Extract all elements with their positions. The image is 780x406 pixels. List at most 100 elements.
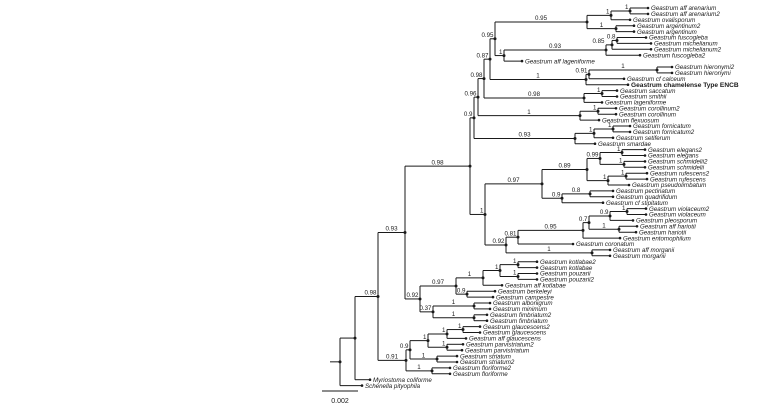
taxon-label: Geastrum hieronymi2 [675,64,735,71]
support-value: 1 [593,104,597,111]
taxon-label: Geastrum rufescens [650,176,706,183]
node-dot [516,235,520,239]
node-dot [540,182,544,186]
node-dot [598,156,602,160]
taxon-label: Geastrum fimbriatum2 [490,312,552,319]
tip-dot [618,236,622,240]
support-value: 1 [480,208,484,215]
node-dot [610,43,614,47]
support-value: 0.87 [476,52,489,59]
tip-dot [611,195,615,199]
support-value: 0.7 [579,216,588,223]
support-value: 0.93 [385,226,398,233]
tip-dot [597,118,601,122]
node-dot [587,72,591,76]
support-value: 1 [608,122,612,129]
tip-dot [535,266,539,269]
scale-bar-label: 0.002 [331,398,349,405]
support-value: 0.93 [518,132,531,139]
tip-dot [520,59,524,63]
node-dot [445,345,449,349]
taxon-label: Geastrum kotlabae2 [540,259,596,266]
node-dot [488,57,492,61]
tip-dot [644,213,648,216]
taxon-label: Geastrum pectinatum [616,188,675,195]
support-value: 0.81 [504,230,517,237]
node-dot [628,9,632,13]
taxon-label: Geastrum morganii [613,253,666,260]
tip-dot [631,219,635,222]
support-value: 1 [622,205,626,212]
node-dot [596,109,600,113]
taxon-label: Geastrum elegans2 [648,147,703,154]
support-value: 0.98 [528,91,541,98]
node-dot [445,332,449,336]
node-dot [588,192,592,196]
tip-dot [491,295,495,299]
tip-dot [455,354,459,358]
taxon-label: Geastrum fuscogleba [649,35,708,42]
tip-dot [643,160,647,163]
taxon-label: Geastrum corollinum2 [619,106,680,113]
taxon-label: Geastrum striatum2 [460,359,515,366]
tip-dot [488,307,492,311]
support-value: 0.97 [507,177,520,184]
tip-dot [628,124,632,128]
node-dot [476,95,480,99]
tip-dot [600,101,604,104]
tip-dot [635,225,639,228]
tip-dot [622,77,626,81]
node-dot [655,68,659,72]
support-value: 0.85 [592,38,605,45]
taxon-label: Geastrum aff arenarium [651,5,716,12]
tip-dot [478,331,482,334]
taxon-label: Schenella pityophila [365,383,421,390]
tip-dot [649,42,653,45]
taxon-label: Geastrum fuscogleba2 [643,52,706,59]
taxon-label: Geastrum hariotii [639,229,687,236]
taxon-label: Geastrum berkeleyi [498,288,552,295]
taxon-label: Geastrum aff lageniforme [525,58,595,65]
taxon-label: Geastrum pouzarii [540,271,591,278]
node-dot [435,357,439,361]
support-value: 1 [442,340,446,347]
tip-dot [670,65,674,69]
node-dot [498,269,502,273]
support-value: 0.8 [607,34,616,41]
support-value: 0.8 [572,187,581,194]
taxon-label: Geastrum albonigrum [493,300,553,307]
tip-dot [478,325,482,328]
node-dot [493,37,497,41]
tip-dot [643,148,647,151]
taxon-label: Geastrum elegans [648,153,699,160]
taxon-label: Myriostoma coliforme [373,377,432,384]
taxon-label: Geastrum kotlabae [540,265,593,272]
node-dot [600,92,604,96]
support-value: 0.9 [600,209,609,216]
taxon-label: Geastrum smithii [620,94,667,101]
tip-dot [611,136,615,140]
support-value: 0.91 [575,68,588,75]
taxon-label: Geastrum minimum [493,306,547,313]
taxon-label: Geastrum entomophilum [623,235,691,242]
tip-dot [632,30,636,33]
taxon-label: Geastrum floriforme [453,371,508,378]
node-dot [611,127,615,131]
node-dot [573,137,577,141]
tip-dot [535,272,539,275]
support-value: 1 [468,271,472,278]
tip-dot [464,337,468,340]
tip-dot [643,154,647,157]
taxon-label: Geastrum saccatum [620,88,675,95]
support-value: 1 [513,270,517,277]
taxon-label: Geastrum striatum [460,353,511,360]
taxon-label: Geastrum aff arenarium2 [651,11,720,18]
tip-dot [601,201,605,204]
taxon-label: Geastrum parvistriatum2 [466,342,534,349]
taxon-label: Geastrum chamelense Type ENCB [631,82,739,89]
support-value: 1 [600,22,604,29]
support-value: 1 [603,174,607,181]
node-dot [472,304,476,308]
node-dot [606,179,610,183]
tip-dot [646,6,650,10]
